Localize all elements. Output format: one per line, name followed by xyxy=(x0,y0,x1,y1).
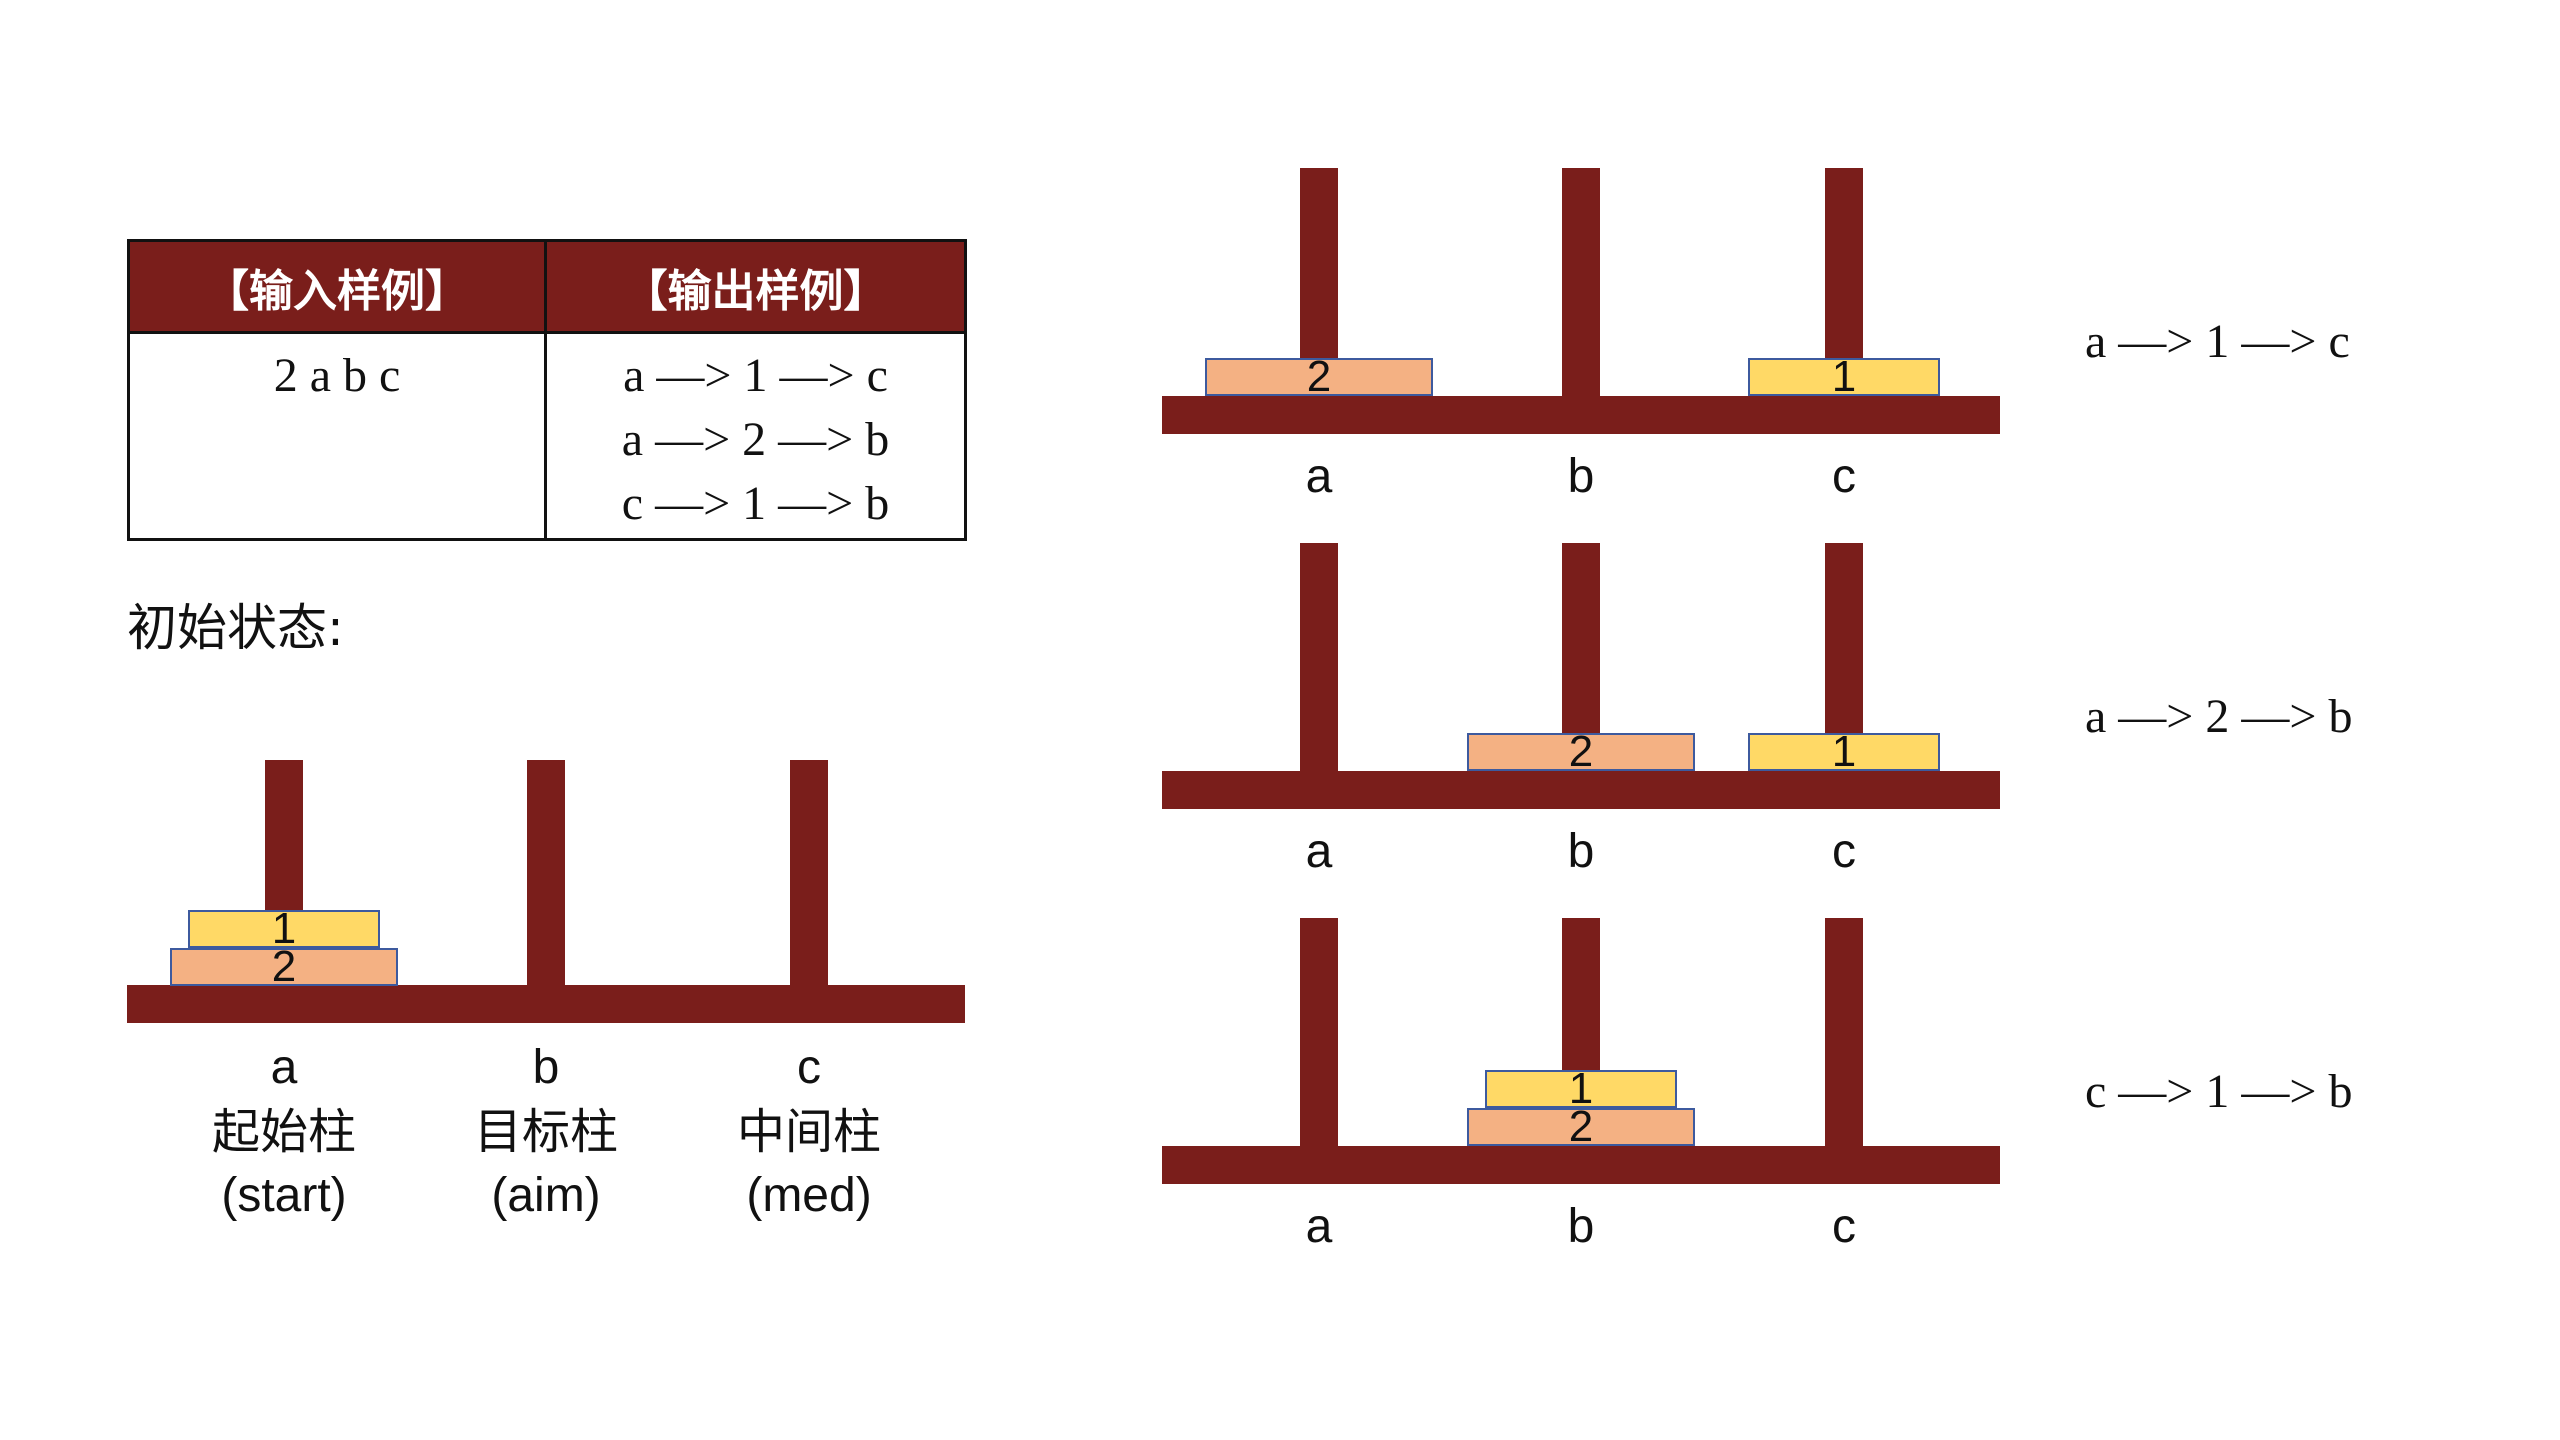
step-3-base xyxy=(1162,1146,2000,1184)
step-2-label-c: c xyxy=(1832,825,1856,878)
peg-role-english: (aim) xyxy=(491,1169,601,1222)
step-1-disk-1: 1 xyxy=(1748,355,1940,399)
step-2-post-a xyxy=(1300,543,1338,773)
peg-role: 起始柱 xyxy=(211,1104,356,1160)
initial-state-label: 初始状态: xyxy=(127,599,344,657)
step-1-base xyxy=(1162,396,2000,434)
input-sample-value: 2 a b c xyxy=(273,349,401,402)
peg-role-english: (start) xyxy=(221,1169,347,1222)
step-3-label-a: a xyxy=(1305,1200,1333,1253)
step-1-label-a: a xyxy=(1305,450,1333,503)
step-2-label-a: a xyxy=(1305,825,1333,878)
output-sample-cell: a —> 1 —> c a —> 2 —> b c —> 1 —> b xyxy=(547,334,964,538)
output-sample-line: a —> 2 —> b xyxy=(621,413,890,466)
peg-role: 中间柱 xyxy=(736,1104,881,1160)
initial-disk-1: 1 xyxy=(188,907,380,951)
step-3-post-a xyxy=(1300,918,1338,1148)
initial-post-c xyxy=(790,760,828,990)
peg-letter: a xyxy=(270,1041,298,1094)
initial-post-b xyxy=(527,760,565,990)
step-2-label-b: b xyxy=(1567,825,1595,878)
peg-letter: b xyxy=(532,1041,560,1094)
step-1-move: a —> 1 —> c xyxy=(2085,315,2350,368)
input-sample-cell: 2 a b c xyxy=(130,334,547,538)
peg-role-english: (med) xyxy=(746,1169,872,1222)
initial-peg-label-a: a 起始柱 (start) xyxy=(164,1036,404,1228)
step-1-post-b xyxy=(1562,168,1600,398)
output-sample-line: a —> 1 —> c xyxy=(623,349,888,402)
step-2-disk-2: 2 xyxy=(1467,730,1695,774)
step-3-label-b: b xyxy=(1567,1200,1595,1253)
input-sample-header: 【输入样例】 xyxy=(130,242,547,334)
peg-role: 目标柱 xyxy=(473,1104,618,1160)
step-1-label-b: b xyxy=(1567,450,1595,503)
output-sample-header: 【输出样例】 xyxy=(547,242,964,334)
step-2-base xyxy=(1162,771,2000,809)
step-3-move: c —> 1 —> b xyxy=(2085,1065,2353,1118)
step-3-disk-2: 2 xyxy=(1467,1105,1695,1149)
initial-peg-label-b: b 目标柱 (aim) xyxy=(426,1036,666,1228)
step-2-disk-1: 1 xyxy=(1748,730,1940,774)
output-sample-line: c —> 1 —> b xyxy=(621,477,890,530)
initial-disk-2: 2 xyxy=(170,945,398,989)
step-3-disk-1: 1 xyxy=(1485,1067,1677,1111)
step-3-post-c xyxy=(1825,918,1863,1148)
peg-letter: c xyxy=(797,1041,821,1094)
initial-peg-label-c: c 中间柱 (med) xyxy=(689,1036,929,1228)
step-1-label-c: c xyxy=(1832,450,1856,503)
initial-base xyxy=(127,985,965,1023)
step-2-move: a —> 2 —> b xyxy=(2085,690,2353,743)
step-3-label-c: c xyxy=(1832,1200,1856,1253)
sample-table: 【输入样例】 【输出样例】 2 a b c a —> 1 —> c a —> 2… xyxy=(127,239,967,541)
step-1-disk-2: 2 xyxy=(1205,355,1433,399)
